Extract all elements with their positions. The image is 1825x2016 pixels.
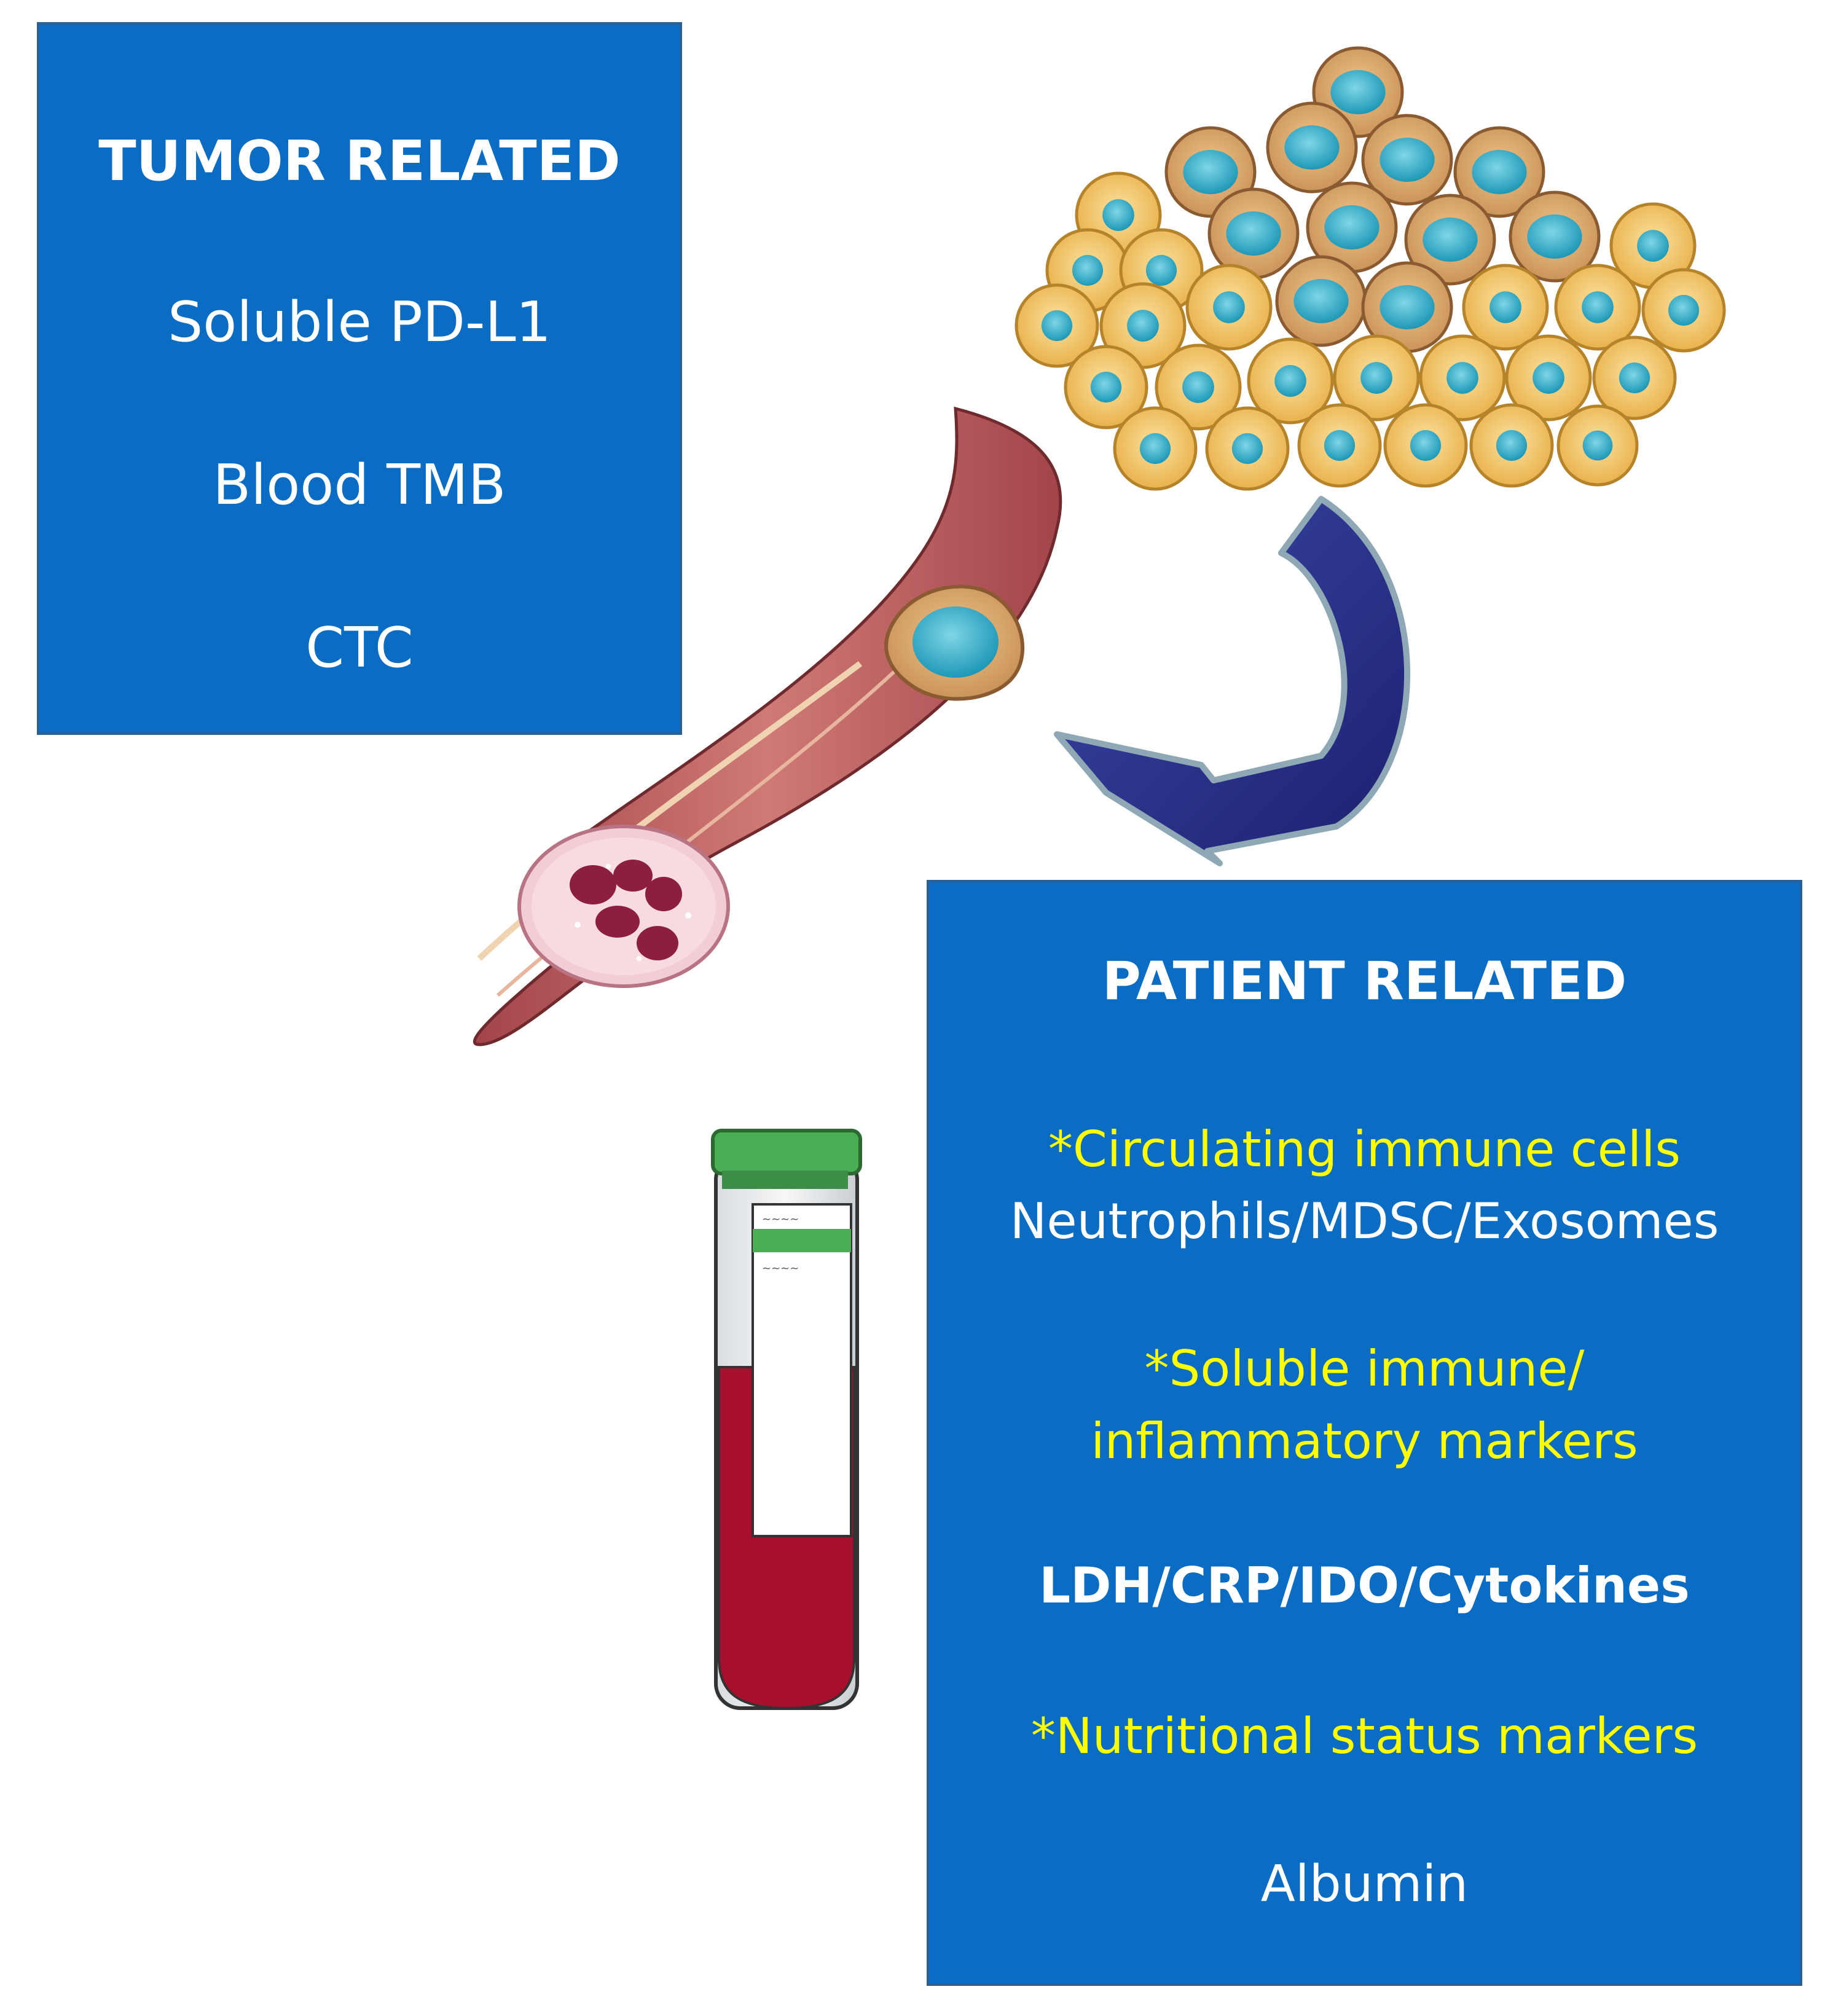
cell-nucleus bbox=[1231, 433, 1263, 465]
cell-nucleus bbox=[1127, 310, 1159, 342]
cell-nucleus bbox=[1090, 371, 1122, 403]
section-heading-soluble-markers-line1: *Soluble immune/ bbox=[1144, 1340, 1585, 1397]
section-detail-immune-cells: Neutrophils/MDSC/Exosomes bbox=[1010, 1193, 1719, 1250]
tumor-panel-title: TUMOR RELATED bbox=[98, 129, 621, 194]
cell-nucleus bbox=[1527, 214, 1582, 259]
cell-nucleus bbox=[1637, 230, 1669, 262]
tumor-cell-cluster-icon bbox=[1015, 46, 1726, 491]
section-detail-albumin: Albumin bbox=[1260, 1855, 1469, 1913]
cell-nucleus bbox=[1472, 150, 1527, 194]
tumor-item-soluble-pd-l1: Soluble PD-L1 bbox=[168, 290, 551, 355]
cell-nucleus bbox=[1041, 310, 1073, 342]
cell-nucleus bbox=[1380, 138, 1435, 182]
section-detail-soluble-markers: LDH/CRP/IDO/Cytokines bbox=[1039, 1557, 1690, 1614]
cell-nucleus bbox=[1324, 429, 1356, 461]
cell-nucleus bbox=[1380, 285, 1435, 329]
cell-nucleus bbox=[1582, 291, 1614, 323]
cell-nucleus bbox=[1226, 211, 1281, 256]
svg-text:~~~~: ~~~~ bbox=[762, 1262, 799, 1275]
svg-text:~~~~: ~~~~ bbox=[762, 1213, 799, 1226]
blood-tube-icon: ~~~~ ~~~~ bbox=[711, 1129, 862, 1710]
section-heading-soluble-markers-line2: inflammatory markers bbox=[1091, 1413, 1638, 1470]
cell-nucleus bbox=[1182, 371, 1214, 403]
tumor-item-ctc: CTC bbox=[305, 616, 414, 680]
section-heading-circulating-immune-cells: *Circulating immune cells bbox=[1048, 1121, 1681, 1178]
cell-nucleus bbox=[1139, 433, 1171, 465]
cell-nucleus bbox=[1446, 362, 1478, 394]
section-heading-nutritional-status: *Nutritional status markers bbox=[1030, 1708, 1698, 1765]
patient-related-panel: PATIENT RELATED *Circulating immune cell… bbox=[927, 880, 1802, 1986]
cell-nucleus bbox=[1072, 254, 1104, 286]
cell-nucleus bbox=[1619, 362, 1650, 394]
neutrophil-icon bbox=[532, 837, 716, 975]
cell-nucleus bbox=[1324, 205, 1380, 249]
cell-nucleus bbox=[1183, 150, 1238, 194]
blood-vessel-icon bbox=[473, 406, 1062, 1046]
cell-nucleus bbox=[1668, 294, 1700, 326]
cell-nucleus bbox=[1496, 429, 1528, 461]
tumor-item-blood-tmb: Blood TMB bbox=[213, 453, 506, 517]
cell-nucleus bbox=[1582, 430, 1613, 461]
circulating-tumor-cell-icon bbox=[884, 584, 1024, 701]
cell-nucleus bbox=[1213, 291, 1245, 323]
tumor-related-panel: TUMOR RELATED Soluble PD-L1 Blood TMB CT… bbox=[37, 22, 682, 735]
curved-arrow-icon bbox=[1054, 496, 1411, 866]
cell-nucleus bbox=[1533, 362, 1564, 394]
cell-nucleus bbox=[1360, 362, 1392, 394]
cell-nucleus bbox=[1489, 291, 1521, 323]
cell-nucleus bbox=[1410, 429, 1442, 461]
cell-nucleus bbox=[1102, 199, 1134, 231]
cell-nucleus bbox=[1274, 365, 1306, 397]
cell-nucleus bbox=[1423, 218, 1478, 262]
cell-nucleus bbox=[1330, 70, 1386, 114]
cell-nucleus bbox=[1145, 254, 1177, 286]
cell-nucleus bbox=[1293, 279, 1349, 323]
cell-nucleus bbox=[1284, 125, 1340, 170]
patient-panel-title: PATIENT RELATED bbox=[1102, 951, 1627, 1012]
